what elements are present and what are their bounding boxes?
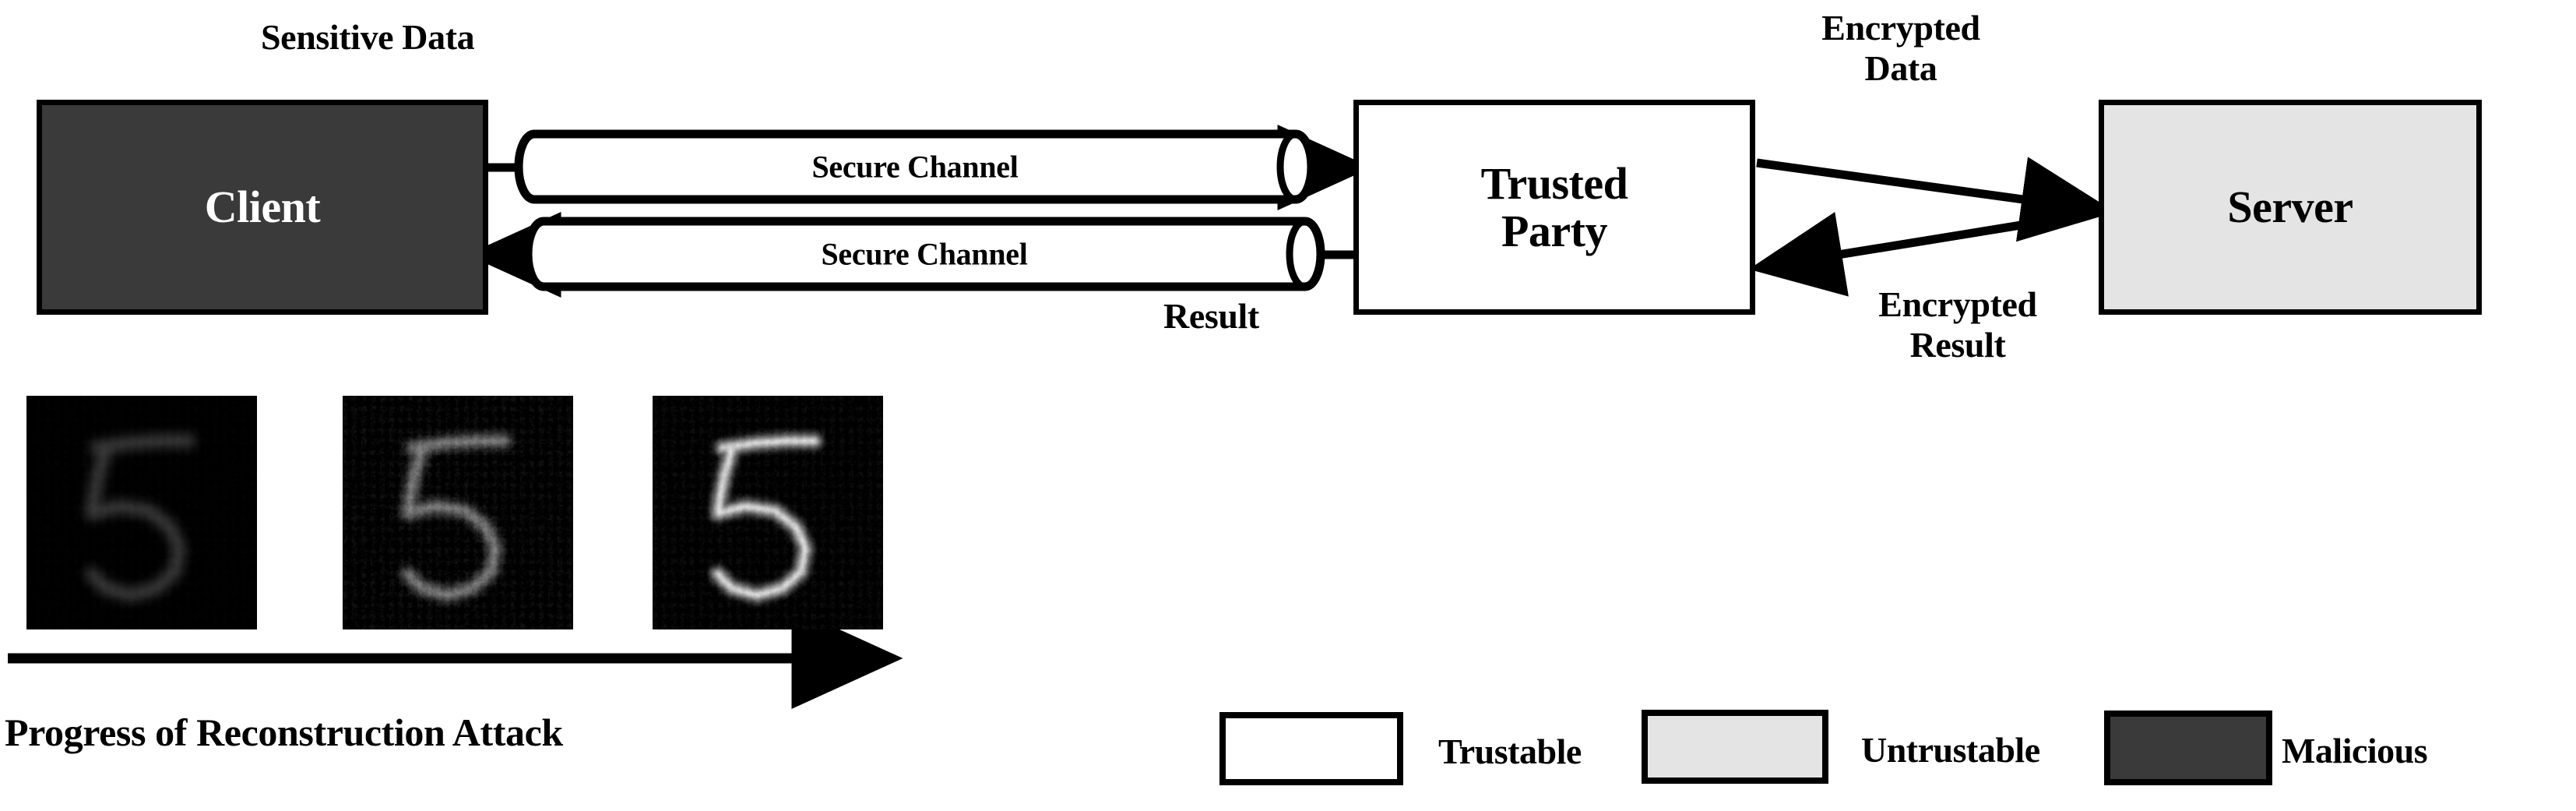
- secure-channel-outbound[interactable]: Secure Channel: [514, 129, 1316, 204]
- encrypted-result-arrow: [1748, 207, 2103, 297]
- reconstruction-stage-1: [26, 396, 257, 629]
- reconstruction-stage-3: [653, 396, 883, 629]
- legend-swatch-malicious: [2104, 711, 2272, 785]
- legend-label-trustable: Trustable: [1438, 732, 1582, 771]
- reconstruction-caption: Progress of Reconstruction Attack: [5, 711, 563, 754]
- legend-label-untrustable: Untrustable: [1861, 730, 2040, 770]
- legend-swatch-untrustable: [1642, 710, 1828, 784]
- entity-client[interactable]: Client: [37, 100, 488, 315]
- encrypted-data-arrow: [1756, 157, 2116, 242]
- label-result: Result: [1163, 296, 1259, 336]
- reconstruction-stage-2: [343, 396, 573, 629]
- entity-client-label: Client: [204, 182, 321, 233]
- label-sensitive-data: Sensitive Data: [261, 17, 475, 57]
- entity-server-label: Server: [2227, 182, 2353, 233]
- legend-swatch-trustable: [1219, 712, 1403, 785]
- entity-server[interactable]: Server: [2099, 100, 2482, 315]
- secure-channel-inbound[interactable]: Secure Channel: [523, 217, 1325, 291]
- legend-label-malicious: Malicious: [2282, 731, 2428, 770]
